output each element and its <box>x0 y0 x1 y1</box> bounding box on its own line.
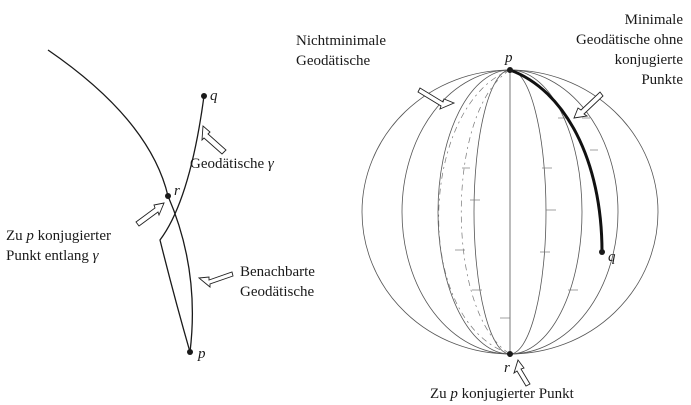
point-p-dot <box>187 349 193 355</box>
point-r-label: r <box>174 183 180 199</box>
nonminimal-label-line1: Nichtminimale <box>296 33 386 49</box>
sphere-point-r-label: r <box>504 360 510 376</box>
point-r-dot <box>165 193 171 199</box>
neighbour-arrow-icon <box>197 271 234 288</box>
conjugate-point-bottom-label: Zu p konjugierter Punkt <box>430 386 575 402</box>
left-figure: q r p Geodätische γ Zu p konjugierter Pu… <box>6 49 315 362</box>
bottom-arrow-icon <box>513 359 531 387</box>
sphere-figure: p q r Nichtminimale Geodätische Minimale… <box>296 12 683 402</box>
sphere-point-q-dot <box>599 249 605 255</box>
geodesic-gamma-label: Geodätische γ <box>190 156 275 172</box>
minimal-label-line2: Geodätische ohne <box>576 32 683 48</box>
nonminimal-arrow-icon <box>417 87 456 110</box>
sphere-point-r-dot <box>507 351 513 357</box>
parallel-marks <box>455 117 598 319</box>
sphere-point-q-label: q <box>608 249 616 265</box>
point-p-label: p <box>197 346 206 362</box>
minimal-label-line4: Punkte <box>641 72 683 88</box>
point-q-dot <box>201 93 207 99</box>
geodesic-arrow-icon <box>201 125 227 155</box>
conjugate-point-label-line1: Zu p konjugierter <box>6 228 111 244</box>
sphere-point-p-label: p <box>504 50 513 66</box>
neighbour-geodesic-label-line2: Geodätische <box>240 284 314 300</box>
nonminimal-label-line2: Geodätische <box>296 53 370 69</box>
meridian-dashed-left <box>461 69 511 355</box>
point-q-label: q <box>210 88 218 104</box>
minimal-label-line1: Minimale <box>625 12 684 28</box>
minimal-arrow-icon <box>573 91 604 119</box>
neighbour-geodesic-curve <box>167 195 194 353</box>
conjugate-arrow-icon <box>135 202 165 227</box>
minimal-geodesic-curve <box>509 68 604 253</box>
conjugate-point-label-line2: Punkt entlang γ <box>6 248 100 264</box>
long-geodesic-curve <box>47 49 169 197</box>
neighbour-geodesic-label-line1: Benachbarte <box>240 264 315 280</box>
minimal-label-line3: konjugierte <box>615 52 684 68</box>
geodesic-gamma-curve <box>159 95 205 353</box>
sphere-point-p-dot <box>507 67 513 73</box>
